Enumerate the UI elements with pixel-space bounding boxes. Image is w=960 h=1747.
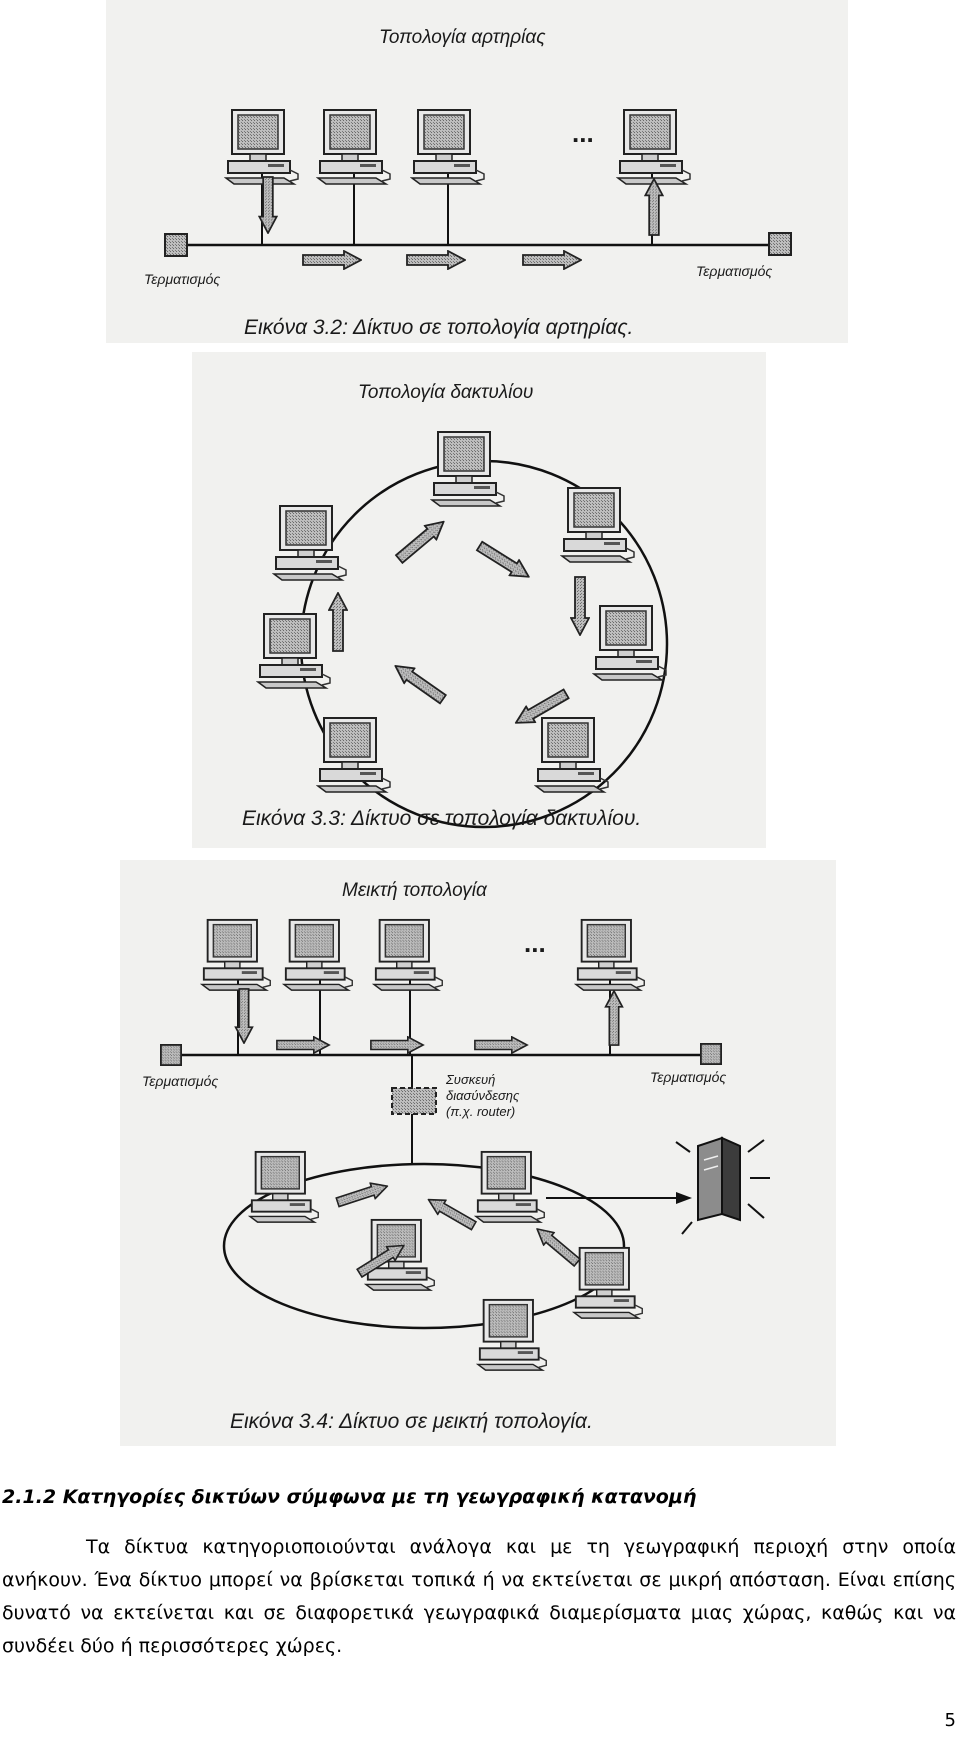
computer-icon: [535, 717, 609, 793]
figure-title: Τοπολογία δακτυλίου: [358, 382, 533, 403]
arrow-icon: [423, 1191, 479, 1234]
router-label-line-2: διασύνδεσης: [446, 1088, 520, 1103]
terminator-icon: [160, 1044, 182, 1066]
server-icon: [675, 1136, 770, 1235]
ellipsis: ...: [572, 118, 594, 148]
computer-icon: [431, 431, 505, 507]
figure-mixed-topology: Μεικτή τοπολογία ... Τερματισμός Τερματι…: [120, 860, 836, 1446]
router-label-line-3: (π.χ. router): [446, 1104, 515, 1119]
terminator-icon: [768, 232, 792, 256]
figure-bus-topology: Τοπολογία αρτηρίας ... Τερματισμός Τερμα…: [106, 0, 848, 343]
arrow-icon: [392, 513, 451, 567]
terminator-label-right: Τερματισμός: [696, 263, 772, 279]
terminator-label-right: Τερματισμός: [650, 1069, 726, 1085]
computer-icon: [273, 505, 347, 581]
computer-icon: [364, 1218, 436, 1292]
terminator-label-left: Τερματισμός: [144, 271, 220, 287]
computer-icon: [225, 109, 299, 185]
computer-icon: [411, 109, 485, 185]
page-number: 5: [944, 1710, 956, 1731]
section-paragraph: Τα δίκτυα κατηγοριοποιούνται ανάλογα και…: [2, 1531, 956, 1663]
computer-icon: [257, 613, 331, 689]
paragraph-text: Τα δίκτυα κατηγοριοποιούνται ανάλογα και…: [2, 1536, 956, 1657]
computer-icon: [476, 1298, 548, 1372]
arrow-icon: [473, 537, 535, 586]
router-icon: [391, 1087, 437, 1115]
computer-icon: [572, 1246, 644, 1320]
computer-icon: [317, 717, 391, 793]
arrow-icon: [389, 657, 449, 708]
arrow-icon: [531, 1221, 584, 1270]
arrow-right-icon: [370, 1036, 424, 1054]
arrow-right-icon: [406, 250, 466, 270]
terminator-label-left: Τερματισμός: [142, 1073, 218, 1089]
computer-icon: [617, 109, 691, 185]
arrow-icon: [334, 1177, 391, 1211]
arrow-icon: [570, 576, 590, 636]
arrow-right-icon: [302, 250, 362, 270]
figure-caption: Εικόνα 3.3: Δίκτυο σε τοπολογία δακτυλίο…: [242, 807, 641, 830]
router-label-line-1: Συσκευή: [445, 1072, 495, 1087]
section-heading: 2.1.2 Κατηγορίες δικτύων σύμφωνα με τη γ…: [2, 1486, 697, 1508]
terminator-icon: [700, 1043, 722, 1065]
computer-icon: [372, 918, 444, 992]
figure-title: Τοπολογία αρτηρίας: [379, 27, 546, 48]
computer-icon: [282, 918, 354, 992]
computer-icon: [474, 1150, 546, 1224]
arrow-right-icon: [522, 250, 582, 270]
computer-icon: [317, 109, 391, 185]
figure-ring-topology: Τοπολογία δακτυλίου Εικόνα 3.3: Δίκτυο σ…: [192, 352, 766, 848]
computer-icon: [593, 605, 667, 681]
computer-icon: [574, 918, 646, 992]
computer-icon: [200, 918, 272, 992]
figure-caption: Εικόνα 3.2: Δίκτυο σε τοπολογία αρτηρίας…: [244, 316, 633, 339]
arrow-right-icon: [276, 1036, 330, 1054]
arrow-up-icon: [644, 178, 664, 236]
arrow-up-icon: [604, 990, 624, 1046]
computer-icon: [248, 1150, 320, 1224]
arrow-right-icon: [474, 1036, 528, 1054]
figure-caption: Εικόνα 3.4: Δίκτυο σε μεικτή τοπολογία.: [230, 1410, 593, 1433]
terminator-icon: [164, 233, 188, 257]
ellipsis: ...: [524, 928, 546, 958]
figure-title: Μεικτή τοπολογία: [342, 880, 488, 901]
arrow-icon: [328, 592, 348, 652]
